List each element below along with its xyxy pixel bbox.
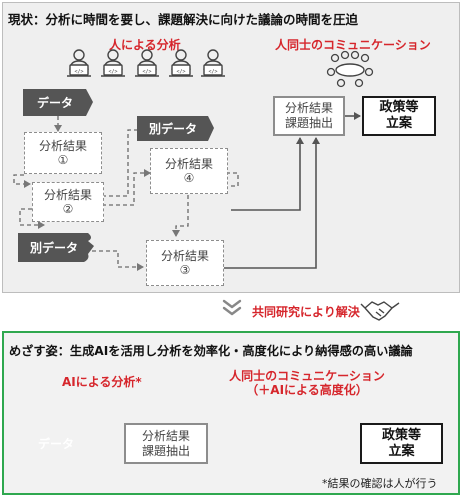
bottom-issue-extraction-box: 分析結果 課題抽出 — [124, 423, 208, 464]
laptop-person-icon — [134, 49, 160, 77]
other-data-tag-2-shape — [18, 233, 94, 262]
target-state-title: めざす姿：生成AIを活用し分析を効率化・高度化により納得感の高い議論 — [9, 344, 413, 358]
double-chevron-down-icon — [222, 299, 242, 316]
joint-research-label: 共同研究により解決 — [252, 305, 360, 319]
analysis-result-1-label: 分析結果 — [38, 139, 87, 153]
bottom-policy-planning-line-1: 政策等 — [381, 427, 421, 443]
handshake-icon — [360, 301, 400, 321]
other-data-tag-1-shape — [137, 116, 214, 141]
analysis-flow-lines — [13, 116, 239, 271]
issue-extraction-box: 分析結果 課題抽出 — [273, 96, 345, 136]
target-state-panel — [2, 331, 460, 495]
analysis-result-2-label: 分析結果 — [43, 188, 92, 202]
solid-flow-lines — [224, 112, 361, 269]
policy-planning-line-1: 政策等 — [379, 100, 419, 115]
issue-extraction-line-2: 課題抽出 — [284, 116, 333, 130]
data-tag-shape — [23, 89, 93, 116]
laptop-person-icon — [200, 49, 226, 77]
analysis-result-1: 分析結果 ① — [24, 132, 102, 174]
analysis-result-1-number: ① — [57, 153, 69, 167]
analysis-result-4-number: ④ — [183, 171, 195, 185]
bottom-issue-extraction-line-2: 課題抽出 — [141, 443, 190, 458]
meeting-table-icon — [326, 50, 374, 88]
issue-extraction-line-1: 分析結果 — [284, 101, 333, 115]
bottom-issue-extraction-line-1: 分析結果 — [141, 428, 190, 443]
bottom-policy-planning-box: 政策等 立案 — [360, 423, 443, 464]
policy-planning-box: 政策等 立案 — [362, 96, 436, 136]
other-data-tag-2: 別データ — [30, 241, 79, 255]
analysis-result-4-label: 分析結果 — [164, 157, 213, 171]
analysis-result-2-number: ② — [62, 202, 74, 216]
analysis-result-3-number: ③ — [179, 263, 191, 277]
current-state-title: 現状：分析に時間を要し、課題解決に向けた議論の時間を圧迫 — [8, 12, 359, 27]
comm-label-line-2: （＋AIによる高度化） — [246, 383, 368, 397]
analysis-result-3: 分析結果 ③ — [146, 240, 224, 286]
laptop-person-icon — [66, 49, 92, 77]
other-data-tag-1: 別データ — [149, 122, 198, 136]
analysis-result-4: 分析結果 ④ — [150, 148, 228, 194]
analysis-result-3-label: 分析結果 — [160, 249, 209, 263]
human-analysis-label: 人による分析 — [109, 38, 181, 52]
ai-analysis-label: AIによる分析* — [62, 375, 142, 389]
bottom-policy-planning-line-2: 立案 — [388, 443, 415, 459]
bottom-data-tag: データ — [38, 437, 75, 451]
laptop-person-icon — [168, 49, 194, 77]
footnote: *結果の確認は人が行う — [322, 477, 438, 490]
comm-label-line-1: 人同士のコミュニケーション — [229, 369, 385, 383]
laptop-person-icon — [100, 49, 126, 77]
data-tag: データ — [37, 96, 74, 110]
policy-planning-line-2: 立案 — [385, 116, 412, 131]
human-communication-label: 人同士のコミュニケーション — [275, 38, 431, 52]
analysis-result-2: 分析結果 ② — [32, 182, 104, 222]
